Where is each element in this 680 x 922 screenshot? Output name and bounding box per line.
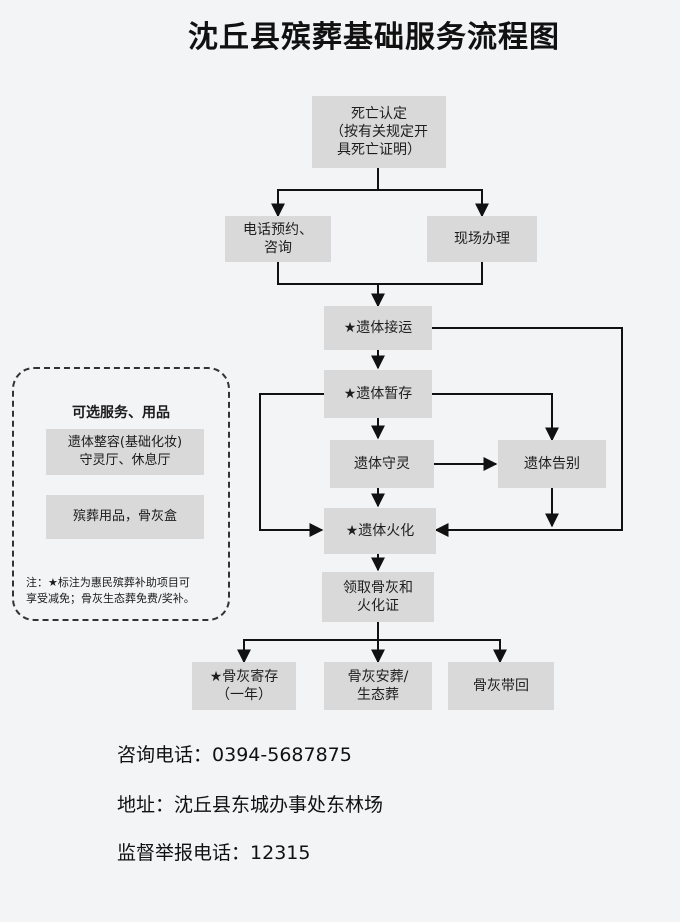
consult-phone-line: 咨询电话：0394-5687875	[117, 740, 352, 767]
node-farewell: 遗体告别	[498, 440, 606, 488]
arrow-to-onsite	[378, 189, 489, 218]
address-line: 地址：沈丘县东城办事处东林场	[117, 790, 383, 817]
report-phone-line: 监督举报电话：12315	[117, 838, 310, 865]
report-phone-label: 监督举报电话：	[117, 842, 251, 864]
optional-services-title: 可选服务、用品	[72, 405, 170, 421]
arrow-to-phone	[271, 168, 379, 218]
consult-phone-number: 0394-5687875	[212, 744, 352, 766]
optional-item-makeup-halls: 遗体整容(基础化妆) 守灵厅、休息厅	[46, 429, 204, 475]
arrow-storage-to-farewell	[432, 393, 559, 442]
arrow-transport-to-cremation	[432, 327, 623, 537]
node-death-cert: 死亡认定 （按有关规定开 具死亡证明）	[312, 96, 446, 168]
node-vigil: 遗体守灵	[330, 440, 434, 488]
report-phone-number: 12315	[250, 842, 311, 864]
optional-services-panel: 可选服务、用品 遗体整容(基础化妆) 守灵厅、休息厅 殡葬用品，骨灰盒 注：★标…	[12, 367, 230, 621]
node-storage: ★遗体暂存	[324, 370, 432, 418]
optional-item-supplies: 殡葬用品，骨灰盒	[46, 495, 204, 539]
node-phone: 电话预约、 咨询	[225, 216, 331, 262]
arrow-to-take-home	[378, 639, 507, 664]
node-ashes-cert: 领取骨灰和 火化证	[322, 572, 434, 622]
address-value: 沈丘县东城办事处东林场	[174, 794, 384, 816]
node-transport: ★遗体接运	[324, 306, 432, 350]
node-cremation: ★遗体火化	[324, 508, 436, 554]
node-onsite: 现场办理	[427, 216, 537, 262]
address-label: 地址：	[117, 794, 175, 816]
consult-phone-label: 咨询电话：	[117, 744, 213, 766]
node-take-home: 骨灰带回	[448, 662, 554, 710]
merge-line	[277, 262, 483, 285]
subsidy-note: 注：★标注为惠民殡葬补助项目可 享受减免；骨灰生态葬免费/奖补。	[26, 576, 195, 605]
node-deposit: ★骨灰寄存 （一年）	[192, 662, 296, 710]
arrow-storage-to-cremation	[259, 393, 324, 537]
node-burial: 骨灰安葬/ 生态葬	[324, 662, 432, 710]
arrow-to-deposit	[237, 622, 379, 664]
page-title: 沈丘县殡葬基础服务流程图	[188, 20, 560, 55]
